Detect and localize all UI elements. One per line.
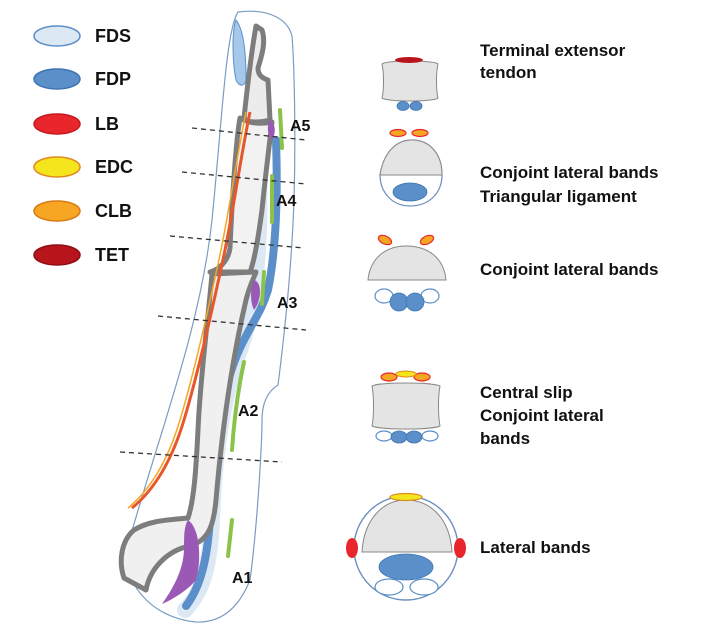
pulley-label-a4: A4 [276,193,297,210]
legend-item-lb: LB [33,113,119,135]
legend-label-fdp: FDP [95,69,131,89]
legend-swatch-edc [33,156,81,178]
conjoint-lateral-band [127,111,247,509]
cs1-bone [381,60,439,102]
section-line-1 [191,127,307,141]
cs4-fdp-right [405,430,423,444]
cs5-lb-left [346,538,358,558]
legend-item-fds: FDS [33,25,131,47]
cs2-bone [379,139,443,176]
section-4-label-line-1: Central slip [480,383,573,402]
legend-item-clb: CLB [33,200,132,222]
section-4-label-line-3: bands [480,429,530,448]
pulley-a2 [230,360,246,452]
cs3-bone [367,245,447,281]
cs2-fdp [392,182,428,202]
section-line-3 [169,235,305,249]
cs2-lb-right [411,128,429,138]
volar-plate-distal [267,120,275,140]
section-1-label-line-2: tendon [480,63,537,82]
section-3-label-line-1: Conjoint lateral bands [480,260,659,279]
cs4-clb-left [380,372,398,382]
finger-outline [126,10,296,623]
lateral-band [131,111,252,510]
cs5-lb-right [454,538,466,558]
legend-swatch-lb [33,113,81,135]
fds-tip [232,19,247,86]
legend-label-fds: FDS [95,26,131,46]
section-4-label-line-2: Conjoint lateral [480,406,604,425]
section-1-label-line-1: Terminal extensor [480,41,626,60]
section-line-5 [119,451,283,463]
cs5-fdp [378,553,434,581]
legend-item-fdp: FDP [33,68,131,90]
cross-section-1 [381,57,439,111]
section-2-label-line-1: Conjoint lateral bands [480,163,659,182]
legend-item-tet: TET [33,244,129,266]
volar-plate-middle [251,280,260,310]
cs3-lb-left [377,234,393,246]
section-line-4 [157,315,307,331]
cross-section-3 [367,234,447,312]
distal-phalanx [241,23,273,125]
cs5-fds-left [374,578,404,596]
legend-label-tet: TET [95,245,129,265]
legend-label-edc: EDC [95,157,133,177]
cs1-tet [395,57,423,63]
pulley-label-a1: A1 [232,570,253,587]
pulley-a5 [278,108,284,150]
cs4-fds-left [375,430,393,442]
legend-swatch-tet [33,244,81,266]
proximal-phalanx [118,269,259,593]
pulley-label-a3: A3 [277,295,298,312]
pulley-label-a5: A5 [290,118,311,135]
cs4-fdp-left [390,430,408,444]
cs5-fds-right [409,578,439,596]
cs3-fdp-right [405,292,425,312]
legend-label-clb: CLB [95,201,132,221]
section-5-label-line-1: Lateral bands [480,538,591,557]
legend-swatch-fdp [33,68,81,90]
legend: FDS FDP LB EDC CLB TET [33,25,133,266]
section-labels: Terminal extensor tendon Conjoint latera… [480,41,659,557]
finger-sagittal: A5 A4 A3 A2 A1 [118,10,311,623]
legend-item-edc: EDC [33,156,133,178]
cs4-bone [371,382,441,430]
cs3-lb-right [419,234,435,246]
cross-section-2 [379,128,443,207]
cross-section-4 [371,370,441,444]
cs1-fdp-right [409,101,423,111]
volar-plate-proximal [162,520,200,604]
legend-label-lb: LB [95,114,119,134]
pulley-label-a2: A2 [238,403,259,420]
section-line-2 [181,171,307,185]
cross-section-5 [346,492,466,601]
cs4-fds-right [421,430,439,442]
pulley-a1 [226,518,234,558]
pulley-a3 [260,270,266,306]
cs4-edc [395,370,417,378]
legend-swatch-clb [33,200,81,222]
cs5-edc [389,492,423,502]
section-2-label-line-2: Triangular ligament [480,187,637,206]
legend-swatch-fds [33,25,81,47]
cs1-fdp-left [396,101,410,111]
cs4-clb-right [413,372,431,382]
cs3-fdp-left [389,292,409,312]
cs2-lb-left [389,128,407,138]
